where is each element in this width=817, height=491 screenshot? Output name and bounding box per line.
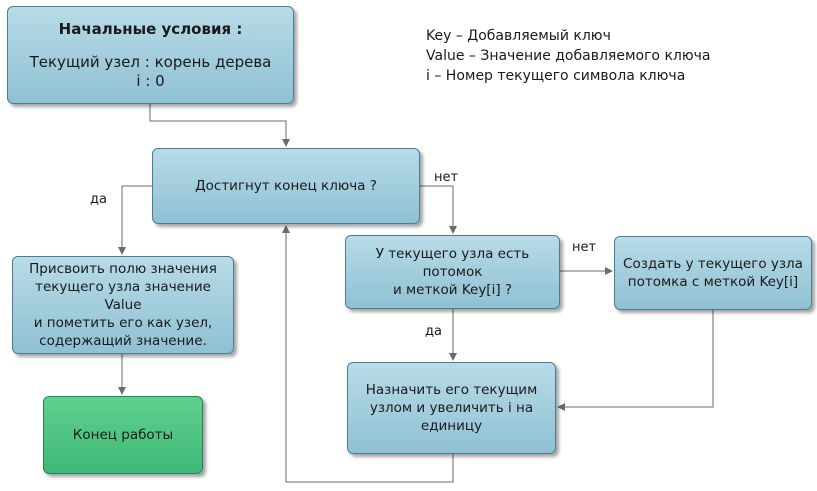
next-line-1: Назначить его текущим [365, 382, 538, 398]
edge-label-yes-2: да [425, 324, 442, 339]
create-child-box: Создать у текущего узла потомка с меткой… [614, 236, 812, 310]
legend-value: Value – Значение добавляемого ключа [426, 48, 711, 64]
child-line-1: У текущего узла есть потомок [375, 246, 530, 280]
assign-value-box: Присвоить полю значения текущего узла зн… [12, 256, 234, 354]
check-end-of-key-box: Достигнут конец ключа ? [152, 148, 420, 224]
start-line-2: i : 0 [136, 71, 165, 90]
set-current-box: Назначить его текущим узлом и увеличить … [347, 362, 556, 454]
start-conditions-box: Начальные условия : Текущий узел : корен… [7, 6, 294, 104]
start-title: Начальные условия : [58, 19, 243, 38]
assign-line-2: текущего узла значение Value [35, 279, 211, 313]
next-line-3: единицу [420, 418, 483, 434]
edge-check-to-child [420, 185, 457, 234]
edge-next-to-check [282, 225, 454, 483]
edge-check-to-assign [118, 185, 152, 255]
edge-label-no-2: нет [572, 240, 597, 255]
legend-key: Key – Добавляемый ключ [426, 28, 611, 44]
legend: Key – Добавляемый ключ Value – Значение … [426, 26, 710, 86]
start-line-1: Текущий узел : корень дерева [29, 52, 272, 71]
end-text: Конец работы [72, 427, 174, 443]
edge-label-no-1: нет [434, 170, 459, 185]
assign-line-1: Присвоить полю значения [29, 261, 217, 277]
assign-line-3: и пометить его как узел, [33, 315, 213, 331]
edge-create-to-next [557, 310, 714, 411]
create-line-1: Создать у текущего узла [623, 256, 803, 272]
edge-start-to-check [149, 104, 290, 147]
check-text: Достигнут конец ключа ? [195, 178, 377, 194]
has-child-box: У текущего узла есть потомок и меткой Ke… [345, 235, 560, 309]
edge-label-yes-1: да [90, 192, 107, 207]
assign-line-4: содержащий значение. [39, 333, 207, 349]
create-line-2: потомка с меткой Key[i] [627, 274, 799, 290]
next-line-2: узлом и увеличить i на [369, 400, 534, 416]
child-line-2: и меткой Key[i] ? [392, 282, 513, 298]
legend-i: i – Номер текущего символа ключа [426, 68, 686, 84]
end-box: Конец работы [43, 396, 203, 474]
